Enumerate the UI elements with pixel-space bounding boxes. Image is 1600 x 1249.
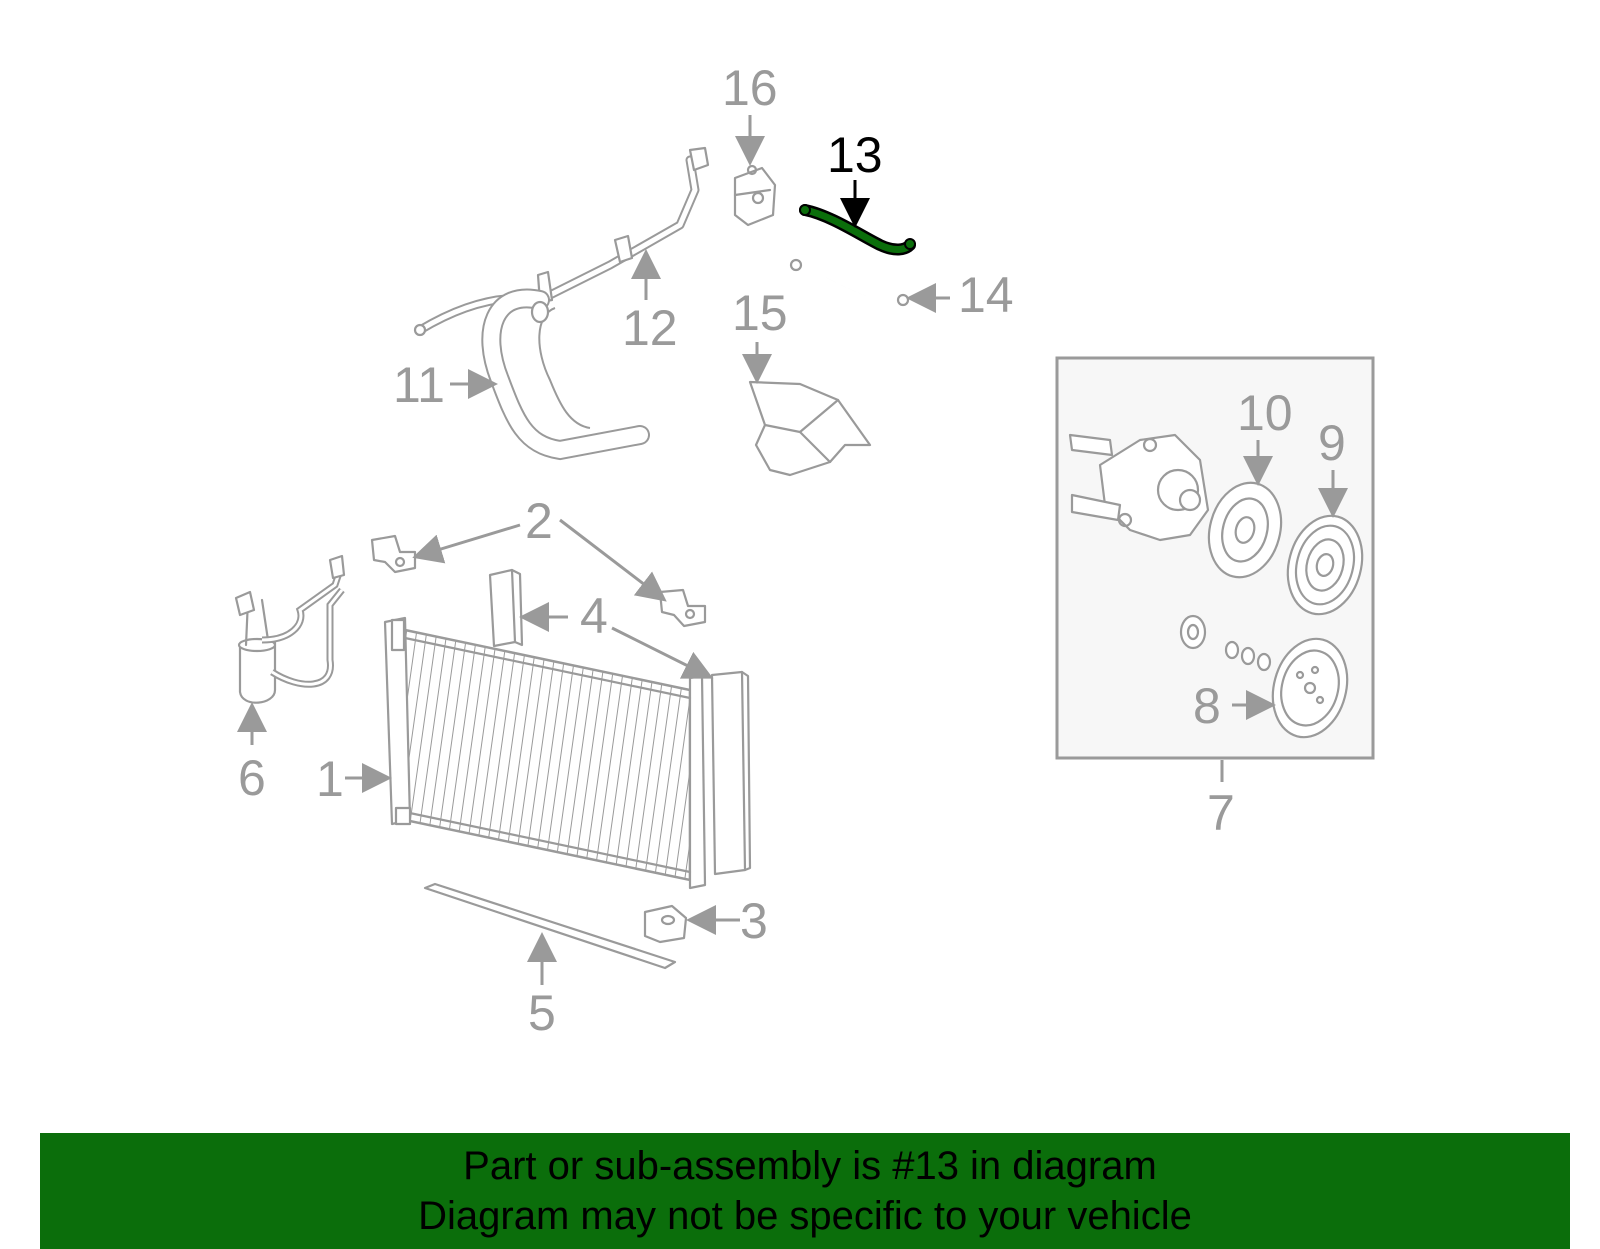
part-6-receiver-drier[interactable] [234,554,346,704]
callout-14[interactable]: 14 [958,267,1014,323]
callout-6[interactable]: 6 [238,750,266,806]
callout-7[interactable]: 7 [1207,785,1235,841]
callout-11[interactable]: 11 [393,357,445,413]
callout-3[interactable]: 3 [740,893,768,949]
small-parts [1179,614,1272,672]
part-2-brackets[interactable] [370,534,707,628]
callout-16[interactable]: 16 [722,60,778,116]
callout-10[interactable]: 10 [1237,385,1293,441]
part-14-hose[interactable] [789,258,910,307]
callout-12[interactable]: 12 [622,300,678,356]
part-3-mount[interactable] [643,904,688,944]
callout-2[interactable]: 2 [525,493,553,549]
part-5-seal-strip[interactable] [423,882,677,970]
callout-8[interactable]: 8 [1193,678,1221,734]
callout-5[interactable]: 5 [528,985,556,1041]
callout-4[interactable]: 4 [580,588,608,644]
part-10-clutch-hub[interactable] [1199,475,1291,586]
part-1-condenser[interactable] [383,616,707,890]
part-7-compressor-assembly[interactable]: 10 9 8 [1055,356,1375,760]
callout-13[interactable]: 13 [827,127,883,183]
callout-9[interactable]: 9 [1318,415,1346,471]
part-11-suction-hose[interactable] [481,288,650,461]
callout-15[interactable]: 15 [732,285,788,341]
part-8-clutch-plate[interactable] [1262,630,1357,745]
part-15-shield[interactable] [748,380,872,477]
part-16-expansion-valve[interactable] [733,164,777,227]
parts-diagram: 16 13 14 12 11 15 [234,60,1375,1041]
banner-line-1: Part or sub-assembly is #13 in diagram [463,1144,1157,1188]
part-13-hose-highlighted[interactable] [799,204,916,256]
compressor-body [1068,433,1210,542]
callout-1[interactable]: 1 [316,751,344,807]
banner-line-2: Diagram may not be specific to your vehi… [418,1194,1192,1238]
part-4-seals[interactable] [488,568,752,876]
info-banner: Part or sub-assembly is #13 in diagram D… [40,1133,1570,1249]
